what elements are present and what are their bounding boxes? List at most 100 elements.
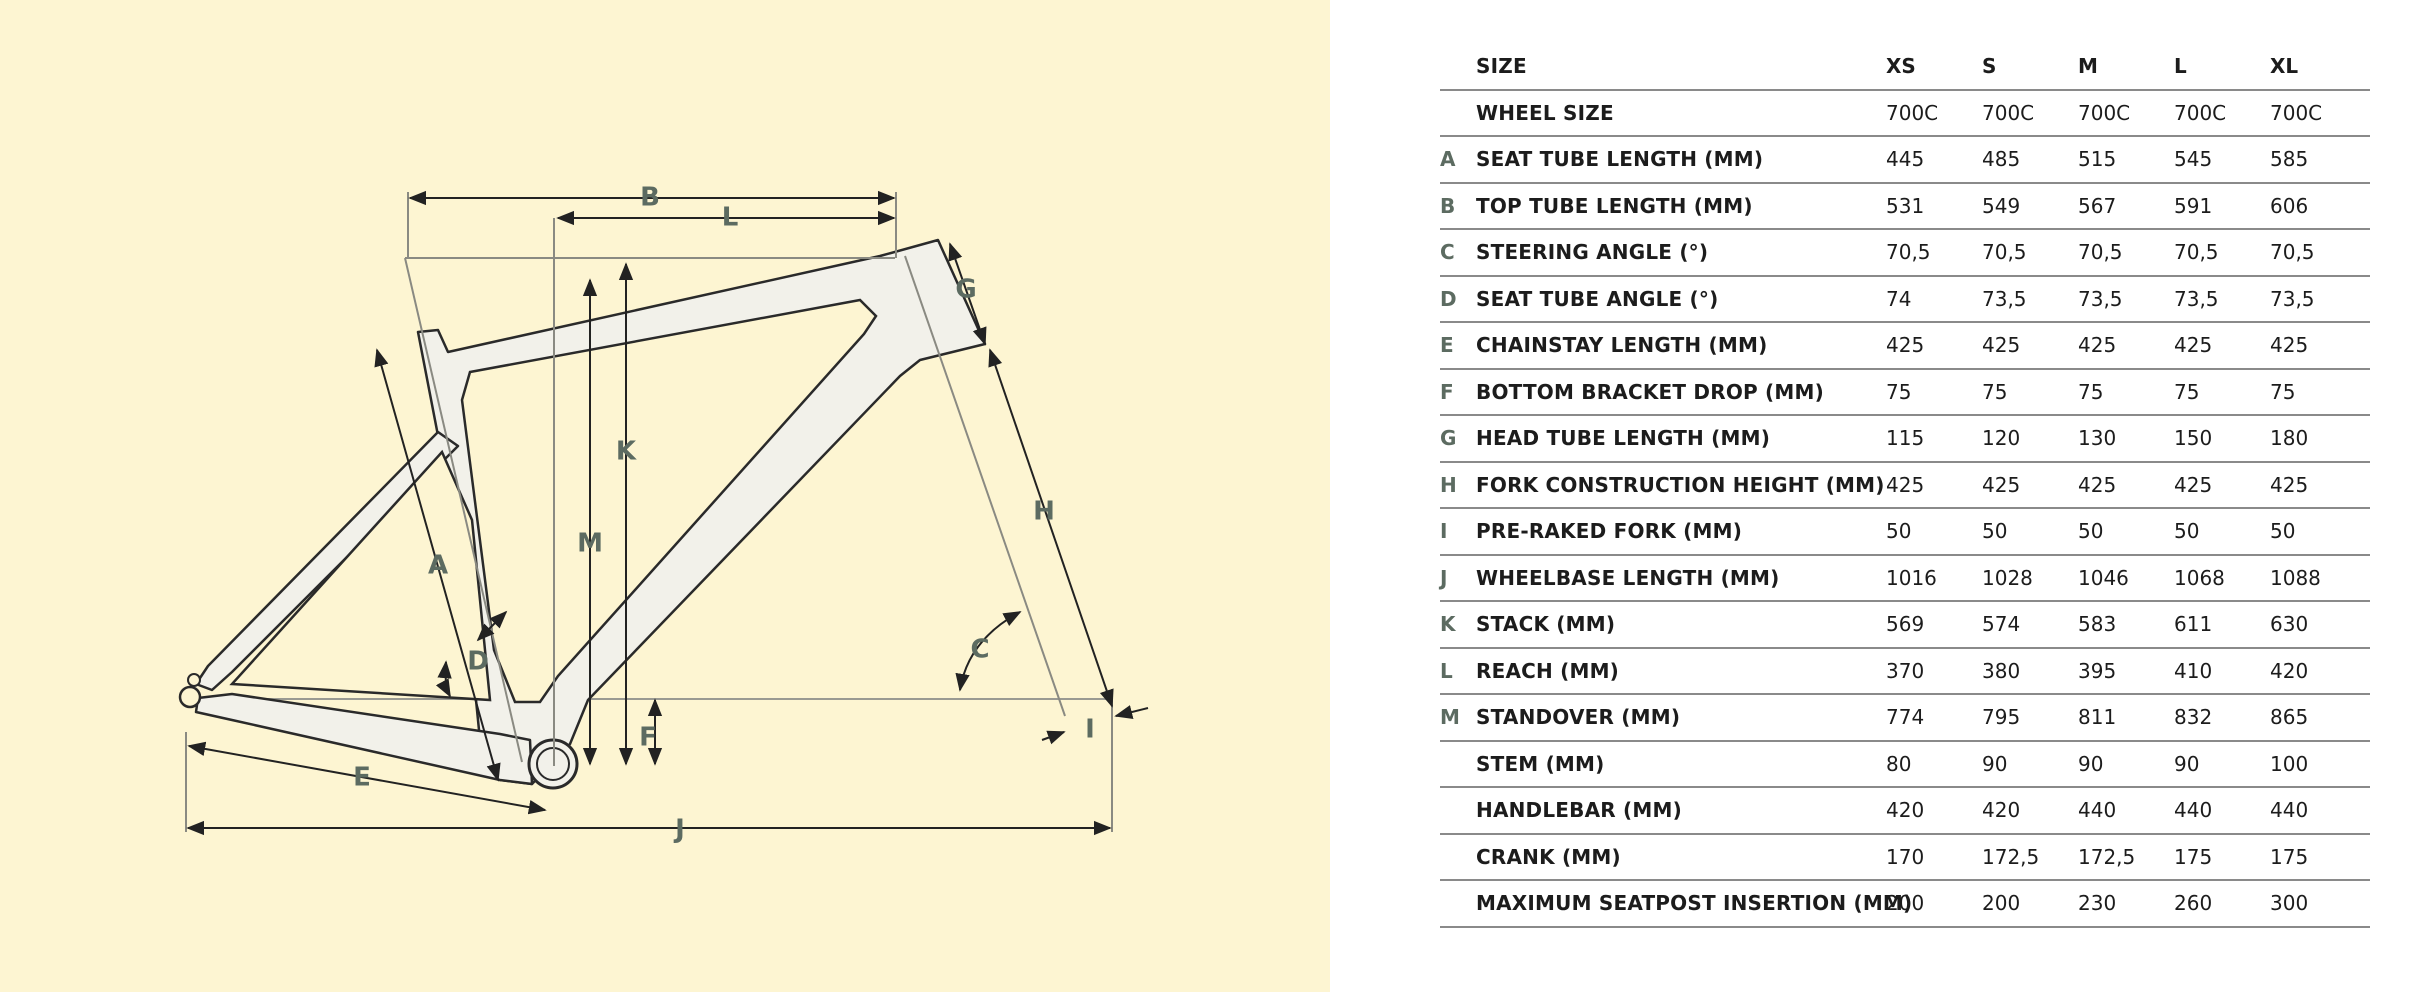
row-value: 100 bbox=[2270, 751, 2309, 776]
row-letter: C bbox=[1440, 240, 1455, 264]
row-value: 545 bbox=[2174, 147, 2213, 171]
row-value: 1088 bbox=[2270, 565, 2321, 590]
row-value: 700C bbox=[2270, 100, 2323, 125]
row-label: STANDOVER (MM) bbox=[1476, 705, 1681, 729]
header-size-xl: XL bbox=[2270, 54, 2299, 78]
row-value: 420 bbox=[2270, 658, 2309, 683]
row-value: 73,5 bbox=[1982, 286, 2027, 311]
row-value: 485 bbox=[1982, 147, 2021, 171]
label-d: D bbox=[467, 647, 489, 677]
row-value: 73,5 bbox=[2078, 286, 2123, 311]
row-value: 150 bbox=[2174, 426, 2213, 450]
header-size-s: S bbox=[1982, 54, 1997, 78]
row-value: 73,5 bbox=[2174, 286, 2219, 311]
row-label: HANDLEBAR (MM) bbox=[1476, 798, 1682, 822]
row-value: 591 bbox=[2174, 193, 2213, 218]
row-label: HEAD TUBE LENGTH (MM) bbox=[1476, 426, 1771, 450]
row-label: FORK CONSTRUCTION HEIGHT (MM) bbox=[1476, 472, 1885, 497]
row-value: 440 bbox=[2174, 798, 2213, 822]
row-value: 170 bbox=[1886, 844, 1925, 869]
row-value: 73,5 bbox=[2270, 286, 2315, 311]
row-value: 425 bbox=[2078, 333, 2117, 357]
row-value: 90 bbox=[2174, 751, 2200, 776]
label-c: C bbox=[970, 635, 989, 665]
row-value: 630 bbox=[2270, 612, 2309, 636]
dimension-arrows bbox=[186, 190, 1149, 836]
row-value: 130 bbox=[2078, 426, 2117, 450]
row-label: STEERING ANGLE (°) bbox=[1476, 240, 1709, 264]
label-m: M bbox=[577, 529, 603, 559]
row-value: 75 bbox=[1886, 379, 1912, 404]
row-value: 70,5 bbox=[2270, 240, 2315, 264]
header-size-xs: XS bbox=[1886, 54, 1916, 78]
frame-geometry-diagram: B L K M A D G H C I F E J bbox=[0, 0, 1330, 992]
row-value: 425 bbox=[1886, 333, 1925, 357]
row-value: 70,5 bbox=[1982, 240, 2027, 264]
row-value: 200 bbox=[1982, 891, 2021, 915]
header-size-m: M bbox=[2078, 54, 2098, 78]
row-label: TOP TUBE LENGTH (MM) bbox=[1476, 193, 1753, 218]
label-h: H bbox=[1033, 497, 1055, 527]
row-value: 700C bbox=[1982, 100, 2035, 125]
row-value: 50 bbox=[1886, 519, 1912, 543]
row-value: 1028 bbox=[1982, 565, 2033, 590]
row-letter: D bbox=[1440, 286, 1457, 311]
row-value: 70,5 bbox=[1886, 240, 1931, 264]
row-value: 410 bbox=[2174, 658, 2213, 683]
row-value: 420 bbox=[1982, 798, 2021, 822]
row-value: 260 bbox=[2174, 891, 2213, 915]
row-value: 50 bbox=[2078, 519, 2104, 543]
row-value: 70,5 bbox=[2174, 240, 2219, 264]
row-value: 50 bbox=[2174, 519, 2200, 543]
row-value: 425 bbox=[1982, 333, 2021, 357]
frame-drawing: B L K M A D G H C I F E J bbox=[178, 183, 1149, 845]
row-label: MAXIMUM SEATPOST INSERTION (MM) bbox=[1476, 891, 1913, 915]
row-letter: B bbox=[1440, 193, 1456, 218]
row-label: WHEELBASE LENGTH (MM) bbox=[1476, 565, 1780, 590]
label-a: A bbox=[428, 551, 448, 581]
row-value: 425 bbox=[1886, 472, 1925, 497]
row-value: 700C bbox=[1886, 100, 1939, 125]
row-value: 395 bbox=[2078, 658, 2117, 683]
row-value: 611 bbox=[2174, 612, 2213, 636]
row-value: 75 bbox=[2078, 379, 2104, 404]
row-value: 425 bbox=[2078, 472, 2117, 497]
row-value: 583 bbox=[2078, 612, 2117, 636]
row-value: 811 bbox=[2078, 705, 2117, 729]
row-value: 585 bbox=[2270, 147, 2309, 171]
row-value: 380 bbox=[1982, 658, 2021, 683]
row-value: 420 bbox=[1886, 798, 1925, 822]
row-value: 567 bbox=[2078, 193, 2117, 218]
label-l: L bbox=[722, 203, 739, 233]
row-value: 90 bbox=[2078, 751, 2104, 776]
row-value: 606 bbox=[2270, 193, 2309, 218]
row-value: 1068 bbox=[2174, 565, 2225, 590]
row-value: 425 bbox=[2270, 333, 2309, 357]
label-g: G bbox=[955, 275, 976, 305]
row-value: 425 bbox=[2174, 333, 2213, 357]
row-value: 75 bbox=[2174, 379, 2200, 404]
row-value: 515 bbox=[2078, 147, 2117, 171]
label-i: I bbox=[1085, 715, 1095, 745]
row-value: 200 bbox=[1886, 891, 1925, 915]
row-value: 120 bbox=[1982, 426, 2021, 450]
row-value: 700C bbox=[2174, 100, 2227, 125]
label-j: J bbox=[673, 815, 685, 845]
row-letter: K bbox=[1440, 612, 1456, 636]
row-value: 115 bbox=[1886, 426, 1925, 450]
row-value: 425 bbox=[2270, 472, 2309, 497]
row-value: 172,5 bbox=[1982, 844, 2040, 869]
row-letter: F bbox=[1440, 379, 1454, 404]
